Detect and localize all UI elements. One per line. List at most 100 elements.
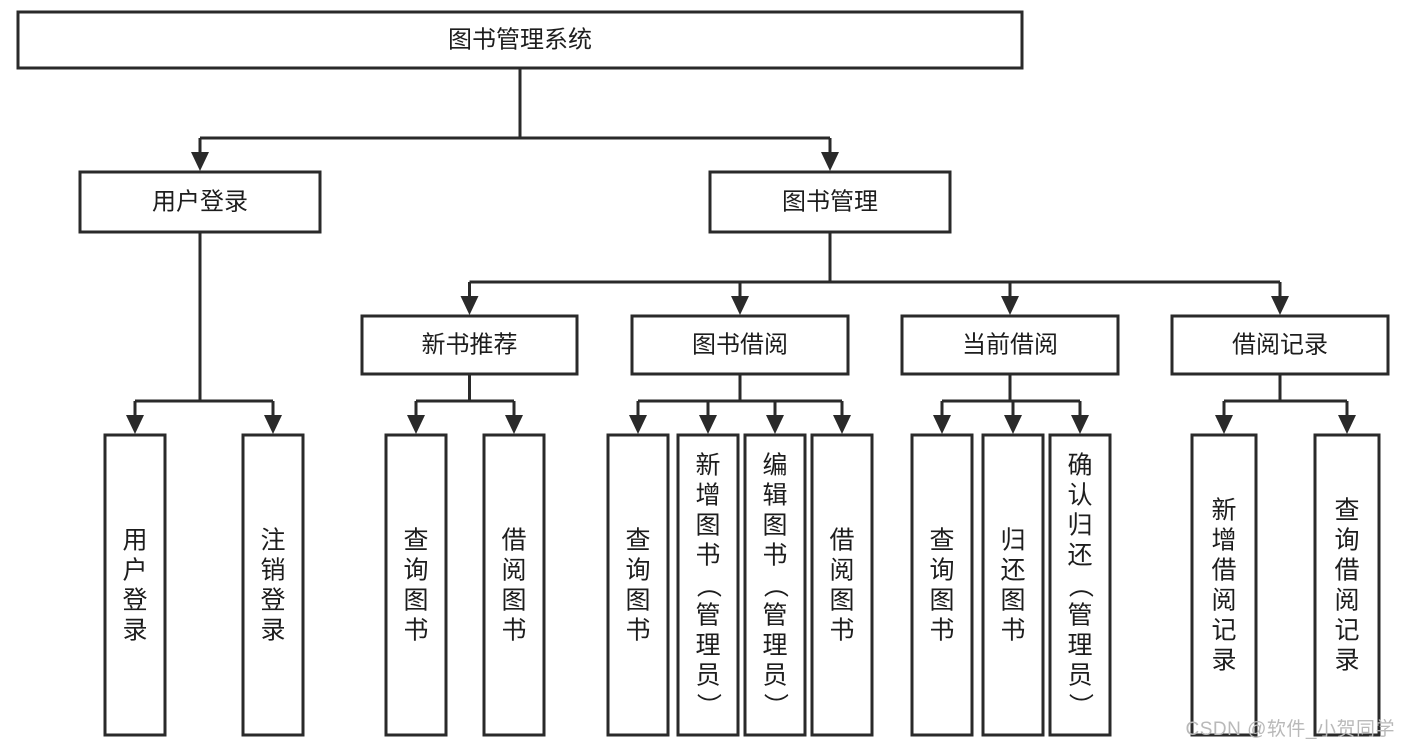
node-rect — [241, 433, 305, 737]
edge-arrowhead — [731, 296, 749, 315]
node-n-current-borrow[interactable]: 当前借阅 — [900, 314, 1120, 376]
node-rect — [16, 10, 1024, 70]
nodes-layer: 图书管理系统用户登录图书管理新书推荐图书借阅当前借阅借阅记录用户登录注销登录查询… — [16, 10, 1390, 737]
node-label: 图书管理系统 — [448, 26, 592, 53]
node-label-char: 查 — [929, 526, 954, 554]
node-label-char: 图 — [625, 586, 650, 614]
node-label-char: 还 — [1000, 556, 1025, 584]
node-label-char: 书 — [829, 616, 854, 644]
node-n-book-borrow[interactable]: 图书借阅 — [630, 314, 850, 376]
node-rect — [708, 170, 952, 234]
node-label-char: 书 — [762, 541, 787, 569]
node-label-char: 登 — [122, 586, 147, 614]
node-rect — [1190, 433, 1258, 737]
edge-arrowhead — [1001, 296, 1019, 315]
edge-arrowhead — [821, 152, 839, 171]
node-rect — [910, 433, 974, 737]
node-label-char: （ — [694, 573, 722, 598]
node-label-char: 阅 — [1211, 586, 1236, 614]
node-label-char: 录 — [1211, 646, 1236, 674]
node-rect — [1048, 433, 1112, 737]
node-label-char: 管 — [695, 601, 720, 629]
node-label-char: 图 — [695, 511, 720, 539]
node-label: 图书管理 — [782, 188, 878, 215]
node-label-char: 借 — [829, 526, 854, 554]
node-n-book-mgmt[interactable]: 图书管理 — [708, 170, 952, 234]
node-label-char: 确 — [1067, 451, 1092, 479]
node-label-char: 图 — [501, 586, 526, 614]
node-label-char: 阅 — [1334, 586, 1359, 614]
node-label-char: 管 — [1067, 601, 1092, 629]
node-rect — [1170, 314, 1390, 376]
node-label-char: ） — [761, 693, 789, 718]
node-label-char: 图 — [403, 586, 428, 614]
node-label: 当前借阅 — [962, 331, 1058, 358]
edge-arrowhead — [766, 415, 784, 434]
node-label: 新书推荐 — [422, 331, 518, 358]
node-label-char: 查 — [1334, 496, 1359, 524]
node-rect — [810, 433, 874, 737]
node-label-char: 理 — [762, 631, 787, 659]
node-label-char: 查 — [625, 526, 650, 554]
node-rect — [482, 433, 546, 737]
node-label-char: 销 — [260, 556, 285, 584]
node-label-char: （ — [761, 573, 789, 598]
node-label-char: ） — [1066, 693, 1094, 718]
node-label-char: 阅 — [501, 556, 526, 584]
node-rect — [103, 433, 167, 737]
node-label-char: 书 — [625, 616, 650, 644]
node-rect — [384, 433, 448, 737]
node-label-char: 员 — [695, 661, 720, 689]
node-label-char: 询 — [929, 556, 954, 584]
node-label-char: 新 — [695, 451, 720, 479]
node-label-char: 理 — [1067, 631, 1092, 659]
node-label-char: 辑 — [762, 481, 787, 509]
node-rect — [981, 433, 1045, 737]
csdn-watermark: CSDN @软件_小贺同学 — [1185, 719, 1395, 740]
edge-arrowhead — [126, 415, 144, 434]
node-rect — [360, 314, 579, 376]
edge-arrowhead — [833, 415, 851, 434]
edges-layer — [126, 68, 1356, 434]
node-root[interactable]: 图书管理系统 — [16, 10, 1024, 70]
node-label-char: 图 — [762, 511, 787, 539]
node-l-user-login[interactable]: 用户登录 — [103, 433, 167, 737]
edge-arrowhead — [699, 415, 717, 434]
node-label-char: 管 — [762, 601, 787, 629]
node-label-char: 图 — [929, 586, 954, 614]
node-label-char: 增 — [695, 481, 720, 509]
node-n-user-login[interactable]: 用户登录 — [78, 170, 322, 234]
edge-arrowhead — [191, 152, 209, 171]
node-rect — [900, 314, 1120, 376]
node-rect — [78, 170, 322, 234]
node-label-char: 录 — [122, 616, 147, 644]
node-label-char: 员 — [762, 661, 787, 689]
node-label-char: 理 — [695, 631, 720, 659]
node-label-char: 编 — [762, 451, 787, 479]
node-n-new-book-rec[interactable]: 新书推荐 — [360, 314, 579, 376]
node-label-char: 借 — [1334, 556, 1359, 584]
edge-arrowhead — [505, 415, 523, 434]
node-label-char: 图 — [829, 586, 854, 614]
node-rect — [606, 433, 670, 737]
edge-arrowhead — [1004, 415, 1022, 434]
node-rect — [630, 314, 850, 376]
node-label-char: 用 — [122, 526, 147, 554]
node-label-char: 询 — [1334, 526, 1359, 554]
node-label-char: ） — [694, 693, 722, 718]
node-label-char: 录 — [260, 616, 285, 644]
node-n-borrow-record[interactable]: 借阅记录 — [1170, 314, 1390, 376]
